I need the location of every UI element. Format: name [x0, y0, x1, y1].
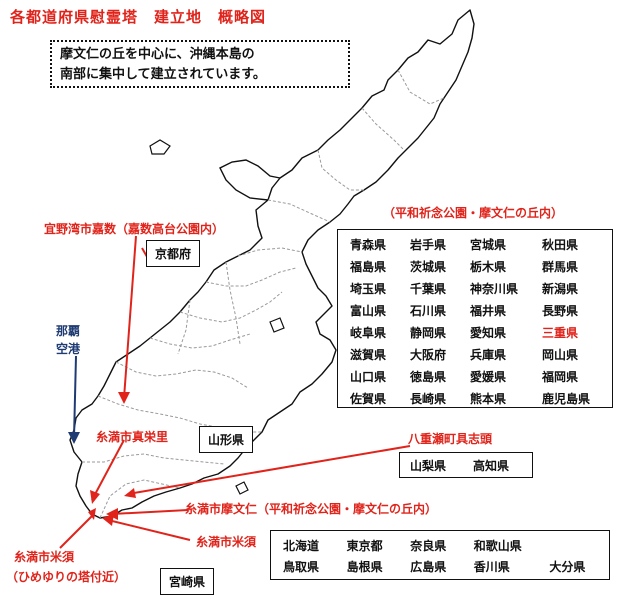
prefecture-name: 山梨県 — [410, 459, 447, 473]
prefecture-name: 東京都 — [346, 539, 383, 553]
yamagata-box: 山形県 — [199, 426, 254, 453]
prefecture-name: 鹿児島県 — [542, 392, 591, 406]
naha-airport-label-line: 那覇 — [56, 324, 81, 338]
makabe-label: 糸満市真栄里 — [96, 430, 169, 444]
peninsula-outline — [219, 159, 281, 201]
airport-pointer — [73, 355, 77, 439]
itoman-komesu-label: 糸満市米須 — [14, 550, 75, 564]
yaese-label: 八重瀬町具志頭 — [408, 432, 493, 446]
prefecture-name: 岩手県 — [410, 238, 447, 252]
islet — [235, 481, 249, 495]
himeyuri-label: （ひめゆりの塔付近） — [6, 570, 127, 584]
prefecture-name: 北海道 — [283, 539, 320, 553]
summary-note-line: 南部に集中して建立されています。 — [60, 67, 266, 82]
prefecture-name: 神奈川県 — [470, 282, 519, 296]
prefecture-name: 宮城県 — [470, 238, 507, 252]
yamanashi-kochi-box: 山梨県 高知県 — [399, 452, 533, 478]
pointer-lines — [59, 235, 411, 549]
prefecture-name: 滋賀県 — [350, 348, 387, 362]
prefecture-name: 広島県 — [410, 560, 447, 574]
map-title: 各都道府県慰霊塔 建立地 概略図 — [10, 8, 267, 26]
prefecture-name: 埼玉県 — [350, 282, 387, 296]
municipal-borders — [82, 69, 445, 519]
pointer-arrowheads — [88, 392, 136, 526]
prefecture-name: 福島県 — [350, 260, 387, 274]
islet — [269, 317, 285, 333]
mabuni-label: 糸満市摩文仁（平和祈念公園・摩文仁の丘内） — [185, 502, 438, 516]
prefecture-name: 島根県 — [346, 560, 383, 574]
prefecture-name: 静岡県 — [410, 326, 447, 340]
prefecture-name: 山口県 — [350, 370, 387, 384]
prefecture-name: 大阪府 — [410, 348, 447, 362]
prefecture-name: 大分県 — [549, 560, 586, 574]
prefecture-name: 栃木県 — [470, 260, 507, 274]
prefecture-name: 秋田県 — [542, 238, 579, 252]
summary-note-line: 摩文仁の丘を中心に、沖縄本島の — [60, 47, 255, 62]
prefecture-name: 青森県 — [350, 238, 387, 252]
prefecture-name: 兵庫県 — [470, 348, 507, 362]
ginowan-label: 宜野湾市嘉数（嘉数高台公園内） — [44, 222, 225, 236]
prefecture-name: 高知県 — [473, 459, 510, 473]
naha-airport-label-line: 空港 — [56, 342, 81, 356]
airport-arrowhead — [68, 432, 80, 444]
prefecture-name: 佐賀県 — [350, 392, 387, 406]
prefecture-name: 茨城県 — [410, 260, 447, 274]
islet — [149, 139, 171, 155]
miyazaki-box: 宮崎県 — [160, 568, 215, 595]
prefecture-name: 徳島県 — [410, 370, 447, 384]
peace-park-prefecture-grid: 青森県 岩手県 宮城県 秋田県福島県 茨城県 栃木県 群馬県埼玉県 千葉県 神奈川県 新潟県富山県… — [350, 236, 600, 407]
prefecture-name: 富山県 — [350, 304, 387, 318]
summary-note: 摩文仁の丘を中心に、沖縄本島の 南部に集中して建立されています。 — [50, 40, 350, 88]
peace-park-label: （平和祈念公園・摩文仁の丘内） — [383, 206, 564, 220]
komesu-label: 糸満市米須 — [196, 535, 257, 549]
prefecture-name: 福岡県 — [542, 370, 579, 384]
prefecture-name: 千葉県 — [410, 282, 447, 296]
prefecture-name: 長野県 — [542, 304, 579, 318]
prefecture-name: 新潟県 — [542, 282, 579, 296]
prefecture-name: 岐阜県 — [350, 326, 387, 340]
prefecture-name: 群馬県 — [542, 260, 579, 274]
prefecture-name: 熊本県 — [470, 392, 507, 406]
prefecture-name: 奈良県 — [410, 539, 447, 553]
prefecture-name: 岡山県 — [542, 348, 579, 362]
komesu-prefecture-grid: 北海道 東京都 奈良県 和歌山県鳥取県 島根県 広島県 香川県 大分県 — [283, 537, 597, 575]
prefecture-name: 愛媛県 — [470, 370, 507, 384]
peace-park-prefecture-box: 青森県 岩手県 宮城県 秋田県福島県 茨城県 栃木県 群馬県埼玉県 千葉県 神奈川県 新潟県富山県… — [337, 229, 613, 408]
prefecture-name: 長崎県 — [410, 392, 447, 406]
prefecture-name: 福井県 — [470, 304, 507, 318]
prefecture-name: 和歌山県 — [473, 539, 522, 553]
prefecture-name: 愛知県 — [470, 326, 507, 340]
prefecture-name: 鳥取県 — [283, 560, 320, 574]
prefecture-name — [549, 537, 597, 554]
naha-airport-label: 那覇 空港 — [56, 322, 80, 358]
prefecture-name: 三重県 — [542, 326, 579, 340]
komesu-prefecture-box: 北海道 東京都 奈良県 和歌山県鳥取県 島根県 広島県 香川県 大分県 — [270, 530, 610, 580]
prefecture-name: 石川県 — [410, 304, 447, 318]
kyoto-box: 京都府 — [146, 240, 201, 267]
prefecture-name: 香川県 — [473, 560, 510, 574]
